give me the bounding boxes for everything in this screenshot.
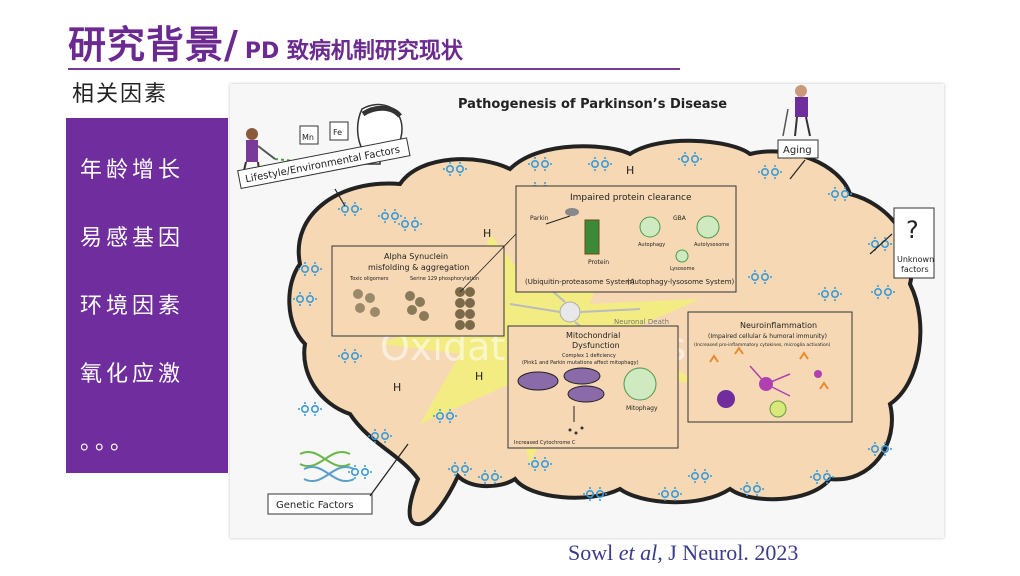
svg-text:(Autophagy-lysosome System): (Autophagy-lysosome System)	[627, 278, 735, 286]
factor-item: 氧化应激	[80, 362, 185, 387]
section-label: 相关因素	[72, 82, 169, 107]
svg-text:Alpha Synuclein: Alpha Synuclein	[384, 252, 448, 261]
elderly-person-icon	[782, 85, 811, 137]
question-mark-icon: ?	[906, 216, 919, 244]
svg-text:Toxic oligomers: Toxic oligomers	[349, 276, 389, 282]
svg-text:Parkin: Parkin	[530, 215, 549, 222]
svg-text:Dysfunction: Dysfunction	[572, 341, 620, 350]
svg-text:Genetic Factors: Genetic Factors	[276, 500, 354, 511]
svg-text:Unknown: Unknown	[897, 255, 934, 264]
citation-author: Sowl	[568, 540, 614, 565]
molecule-icon	[297, 401, 323, 417]
svg-text:(Pink1 and Parkin mutations af: (Pink1 and Parkin mutations affect mitop…	[522, 360, 639, 366]
svg-text:(Impaired cellular & humoral i: (Impaired cellular & humoral immunity)	[708, 333, 827, 340]
fe-icon: Fe	[329, 121, 349, 141]
slide-title: 研究背景/ PD 致病机制研究现状	[68, 14, 463, 67]
citation-etal: et al,	[618, 540, 663, 565]
factor-item: 。。。	[80, 430, 137, 455]
pathogenesis-diagram: Oxidative stress H H H H Pathogenesis of…	[237, 85, 935, 527]
oh-label: H	[483, 227, 491, 240]
svg-text:Mitochondrial: Mitochondrial	[566, 331, 620, 340]
aging-box: Aging	[777, 139, 819, 159]
neuroinflammation-box: Neuroinflammation (Impaired cellular & h…	[687, 311, 853, 423]
svg-text:misfolding & aggregation: misfolding & aggregation	[368, 263, 469, 272]
alpha-synuclein-box: Alpha Synuclein misfolding & aggregation…	[331, 245, 505, 337]
svg-text:Fe: Fe	[333, 128, 342, 137]
factor-panel: 年龄增长 易感基因 环境因素 氧化应激 。。。	[66, 118, 228, 473]
svg-text:Aging: Aging	[783, 145, 812, 156]
oh-label: H	[475, 370, 483, 383]
svg-text:Autolysosome: Autolysosome	[694, 242, 729, 248]
mitochondrial-box: Mitochondrial Dysfunction Complex 1 defi…	[507, 325, 679, 449]
svg-text:Protein: Protein	[588, 259, 609, 266]
factor-item: 年龄增长	[80, 158, 185, 183]
pathogenesis-figure: Oxidative stress H H H H Pathogenesis of…	[230, 84, 944, 538]
svg-text:Increased Cytochrome C: Increased Cytochrome C	[514, 440, 576, 446]
protein-clearance-box: Impaired protein clearance Parkin Protei…	[515, 185, 737, 293]
svg-text:(Increased pro-inflammatory cy: (Increased pro-inflammatory cytokines, m…	[694, 342, 831, 348]
svg-text:Impaired protein clearance: Impaired protein clearance	[570, 193, 692, 203]
citation: Sowl et al, J Neurol. 2023	[568, 540, 798, 566]
factor-item: 环境因素	[80, 294, 185, 319]
svg-text:GBA: GBA	[673, 215, 687, 222]
slide-title-main: 研究背景/	[68, 22, 239, 67]
citation-journal: J Neurol. 2023	[668, 540, 799, 565]
svg-text:Autophagy: Autophagy	[638, 242, 665, 248]
title-divider	[68, 68, 680, 70]
svg-text:factors: factors	[901, 265, 929, 274]
svg-text:Mitophagy: Mitophagy	[626, 405, 658, 412]
oh-label: H	[393, 381, 401, 394]
genetic-factors-box: Genetic Factors	[267, 493, 373, 515]
factor-item: 易感基因	[80, 226, 185, 251]
svg-text:Neuroinflammation: Neuroinflammation	[740, 321, 817, 330]
svg-text:Lysosome: Lysosome	[670, 266, 695, 272]
lifestyle-box: Lifestyle/Environmental Factors	[237, 137, 411, 190]
svg-text:Mn: Mn	[302, 133, 314, 142]
oh-label: H	[626, 164, 634, 177]
unknown-factors-box: ? Unknown factors	[893, 207, 935, 279]
figure-title: Pathogenesis of Parkinson’s Disease	[458, 97, 727, 112]
slide-title-sub: PD 致病机制研究现状	[244, 39, 463, 64]
dna-icon	[299, 451, 355, 482]
svg-text:(Ubiquitin-proteasome System): (Ubiquitin-proteasome System)	[525, 278, 635, 286]
mn-icon: Mn	[299, 125, 319, 145]
neuronal-death-label: Neuronal Death	[614, 318, 669, 326]
svg-text:Complex 1 deficiency: Complex 1 deficiency	[562, 353, 616, 359]
svg-text:Serine 129 phosphorylation: Serine 129 phosphorylation	[410, 276, 479, 282]
